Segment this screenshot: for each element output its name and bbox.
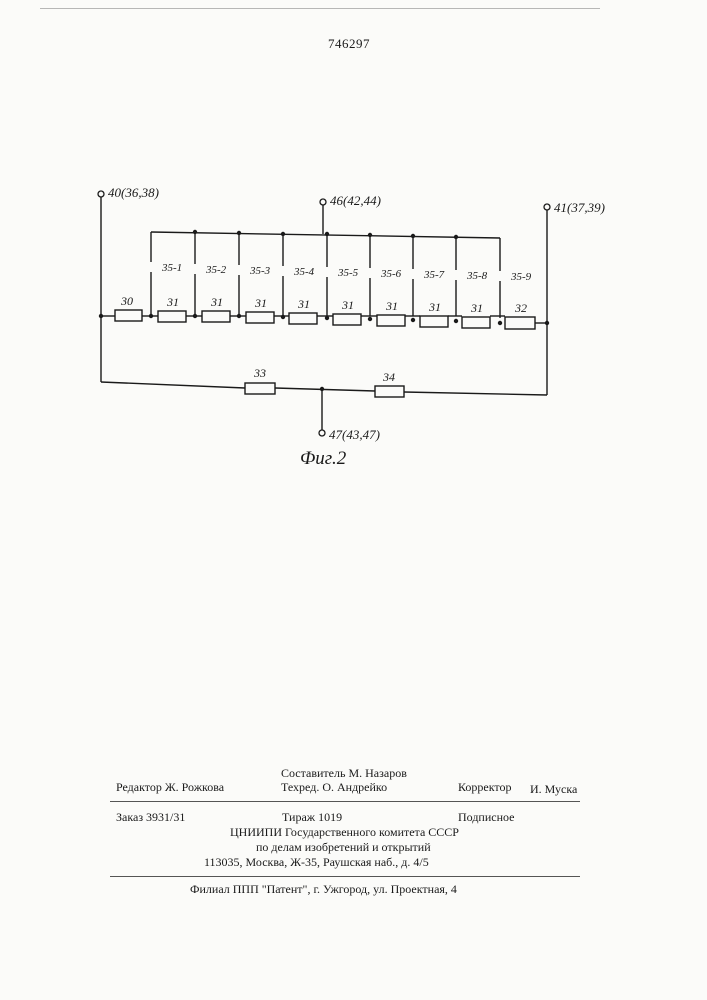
resistor-31 xyxy=(246,312,274,323)
order-number: Заказ 3931/31 xyxy=(116,810,185,825)
resistor-32-label: 32 xyxy=(514,301,527,315)
resistor-31-label: 31 xyxy=(385,299,398,313)
org-line-1: ЦНИИПИ Государственного комитета СССР xyxy=(230,825,459,840)
divider xyxy=(110,801,580,802)
terminal-bottom-label: 47(43,47) xyxy=(329,427,380,442)
resistor-31-label: 31 xyxy=(297,297,310,311)
circuit-diagram: 40(36,38) 46(42,44) 41(37,39) 47(43,47) … xyxy=(0,0,707,500)
resistor-31 xyxy=(462,317,490,328)
techred-credit: Техред. О. Андрейко xyxy=(281,780,387,795)
resistor-31-label: 31 xyxy=(341,298,354,312)
resistor-33-label: 33 xyxy=(253,366,266,380)
corrector-label: Корректор xyxy=(458,780,512,795)
switch-label: 35-9 xyxy=(510,271,532,283)
switch-label: 35-3 xyxy=(249,265,271,277)
terminal-bottom xyxy=(319,430,325,436)
editor-credit: Редактор Ж. Рожкова xyxy=(116,780,224,795)
resistor-31 xyxy=(377,315,405,326)
terminal-left xyxy=(98,191,104,197)
org-line-2: по делам изобретений и открытий xyxy=(256,840,431,855)
switch-label: 35-1 xyxy=(161,262,182,274)
resistor-31-label: 31 xyxy=(428,300,441,314)
resistor-31 xyxy=(420,316,448,327)
figure-caption: Фиг.2 xyxy=(300,448,347,469)
resistor-31 xyxy=(158,311,186,322)
switch-label: 35-7 xyxy=(423,269,445,281)
resistor-31-label: 31 xyxy=(470,301,483,315)
terminal-left-label: 40(36,38) xyxy=(108,185,159,200)
resistor-31 xyxy=(202,311,230,322)
resistor-33 xyxy=(245,383,275,394)
resistor-32 xyxy=(505,317,535,329)
resistor-31 xyxy=(333,314,361,325)
compiler-credit: Составитель М. Назаров xyxy=(281,766,407,781)
resistor-31-label: 31 xyxy=(210,295,223,309)
subscription: Подписное xyxy=(458,810,515,825)
resistor-31 xyxy=(289,313,317,324)
resistor-34 xyxy=(375,386,404,397)
switch-label: 35-4 xyxy=(293,266,315,278)
terminal-middle-top xyxy=(320,199,326,205)
terminal-middle-label: 46(42,44) xyxy=(330,193,381,208)
switch-label: 35-5 xyxy=(337,267,359,279)
resistor-31-label: 31 xyxy=(254,296,267,310)
resistor-34-label: 34 xyxy=(382,370,395,384)
terminal-right-label: 41(37,39) xyxy=(554,200,605,215)
switch-label: 35-8 xyxy=(466,270,488,282)
switch-label: 35-2 xyxy=(205,264,227,276)
resistor-30-label: 30 xyxy=(120,294,133,308)
resistor-30 xyxy=(115,310,142,321)
divider xyxy=(110,876,580,877)
corrector-name: И. Муска xyxy=(530,782,577,797)
branch-address: Филиал ППП "Патент", г. Ужгород, ул. Про… xyxy=(190,882,457,897)
resistor-31-label: 31 xyxy=(166,295,179,309)
circulation: Тираж 1019 xyxy=(282,810,342,825)
terminal-right xyxy=(544,204,550,210)
org-line-3: 113035, Москва, Ж-35, Раушская наб., д. … xyxy=(204,855,429,870)
switch-label: 35-6 xyxy=(380,268,402,280)
